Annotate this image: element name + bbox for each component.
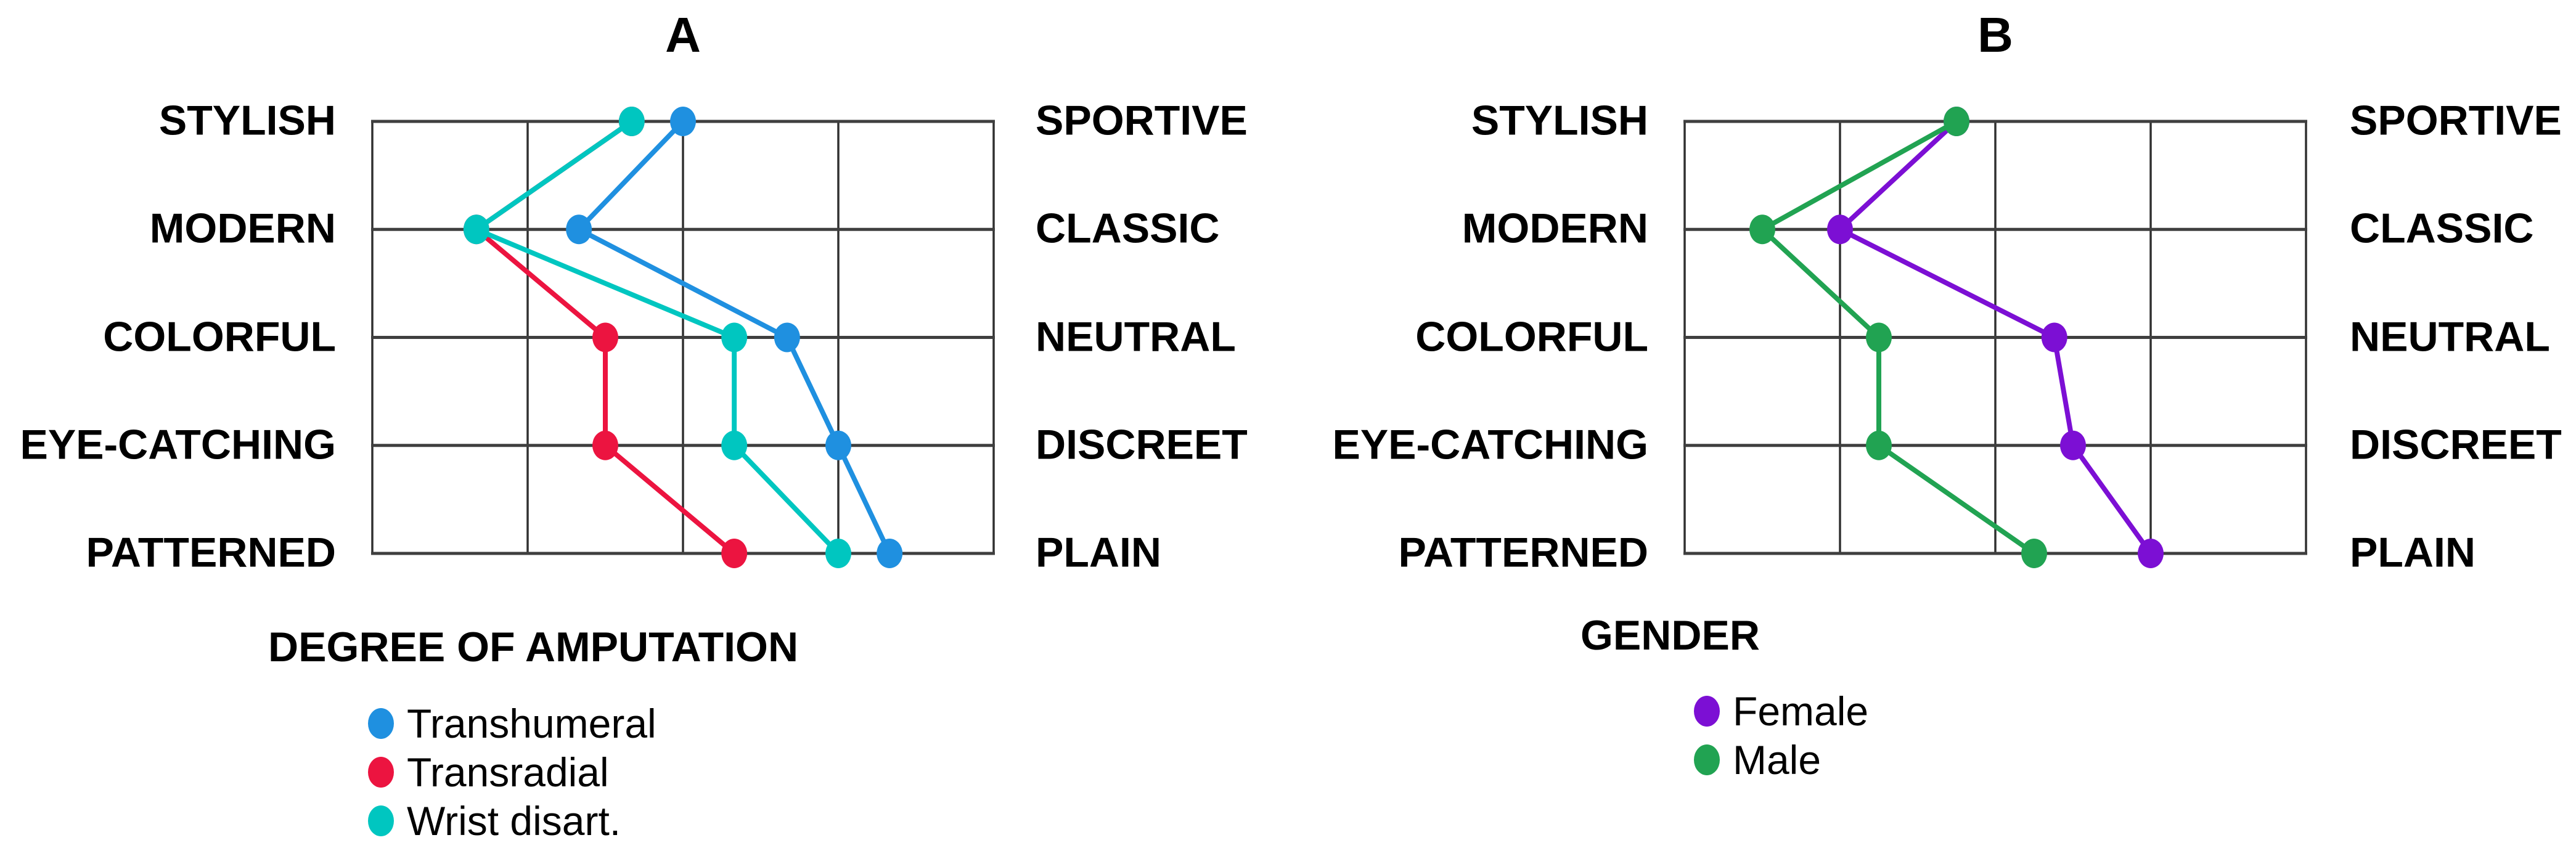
panel-B-right-label-plain: PLAIN <box>2350 529 2476 576</box>
panel-A-left-label-eye-catching: EYE-CATCHING <box>20 421 336 468</box>
series-wrist-disart-point-modern <box>463 214 489 245</box>
panel-A <box>371 107 995 568</box>
panel-A-right-label-plain: PLAIN <box>1036 529 1161 576</box>
series-female-point-patterned <box>2138 539 2164 568</box>
series-transhumeral-point-modern <box>566 214 592 245</box>
series-male-point-colorful <box>1866 322 1892 353</box>
legend-marker-transradial <box>368 757 394 788</box>
legend-item-transhumeral: Transhumeral <box>368 700 656 747</box>
series-male-point-modern <box>1749 214 1775 245</box>
panel-B-left-label-eye-catching: EYE-CATCHING <box>1332 421 1648 468</box>
legend-item-female: Female <box>1694 688 1868 735</box>
legend-label-transradial: Transradial <box>407 749 609 795</box>
series-transhumeral-point-eye-catching <box>825 430 851 460</box>
panel-B-right-label-classic: CLASSIC <box>2350 205 2534 252</box>
panel-B-legend-title: GENDER <box>1580 612 1760 659</box>
legend-item-wrist-disart: Wrist disart. <box>368 797 621 844</box>
legend-label-wrist-disart: Wrist disart. <box>407 798 621 844</box>
series-male-point-eye-catching <box>1866 430 1892 460</box>
series-wrist-disart-point-eye-catching <box>721 430 748 460</box>
panel-B-left-label-colorful: COLORFUL <box>1415 312 1648 360</box>
series-wrist-disart-point-stylish <box>618 107 645 136</box>
panel-A-right-label-neutral: NEUTRAL <box>1036 312 1236 360</box>
legend-label-male: Male <box>1733 737 1822 783</box>
legend-marker-transhumeral <box>368 708 394 739</box>
panel-A-left-label-colorful: COLORFUL <box>103 312 336 360</box>
panel-B-left-label-patterned: PATTERNED <box>1398 529 1648 576</box>
legend-label-transhumeral: Transhumeral <box>407 701 656 746</box>
series-transhumeral-point-stylish <box>670 107 696 136</box>
series-female-point-modern <box>1827 214 1853 245</box>
series-female-point-colorful <box>2041 322 2067 353</box>
panel-A-left-label-modern: MODERN <box>149 205 336 252</box>
panel-A-right-label-sportive: SPORTIVE <box>1036 97 1248 144</box>
panel-B-left-label-stylish: STYLISH <box>1471 97 1648 144</box>
series-transradial-point-patterned <box>721 539 748 568</box>
series-male-point-stylish <box>1944 107 1969 136</box>
series-transradial-point-eye-catching <box>592 430 618 460</box>
series-male-point-patterned <box>2021 539 2047 568</box>
panel-A-left-label-patterned: PATTERNED <box>86 529 336 576</box>
panel-A-left-label-stylish: STYLISH <box>158 97 336 144</box>
panel-B-right-label-discreet: DISCREET <box>2350 421 2562 468</box>
series-transhumeral-point-patterned <box>877 539 903 568</box>
panel-A-right-label-classic: CLASSIC <box>1036 205 1220 252</box>
panel-A-legend-title: DEGREE OF AMPUTATION <box>268 624 799 671</box>
panel-B-right-label-neutral: NEUTRAL <box>2350 312 2550 360</box>
legend-marker-female <box>1694 696 1720 727</box>
panel-A-title: A <box>665 7 701 62</box>
series-transhumeral-point-colorful <box>774 322 800 353</box>
series-transradial-point-colorful <box>592 322 618 353</box>
series-wrist-disart-point-colorful <box>721 322 748 353</box>
legend-marker-male <box>1694 744 1720 775</box>
panel-B-left-label-modern: MODERN <box>1462 205 1648 252</box>
panel-B-right-label-sportive: SPORTIVE <box>2350 97 2562 144</box>
panel-A-right-label-discreet: DISCREET <box>1036 421 1248 468</box>
panel-B-title: B <box>1977 7 2013 62</box>
legend-item-male: Male <box>1694 736 1821 783</box>
legend-item-transradial: Transradial <box>368 749 609 796</box>
legend-marker-wrist-disart <box>368 805 394 836</box>
panel-B <box>1683 107 2307 568</box>
legend-label-female: Female <box>1733 688 1869 734</box>
series-female-point-eye-catching <box>2060 430 2086 460</box>
series-wrist-disart-point-patterned <box>825 539 851 568</box>
